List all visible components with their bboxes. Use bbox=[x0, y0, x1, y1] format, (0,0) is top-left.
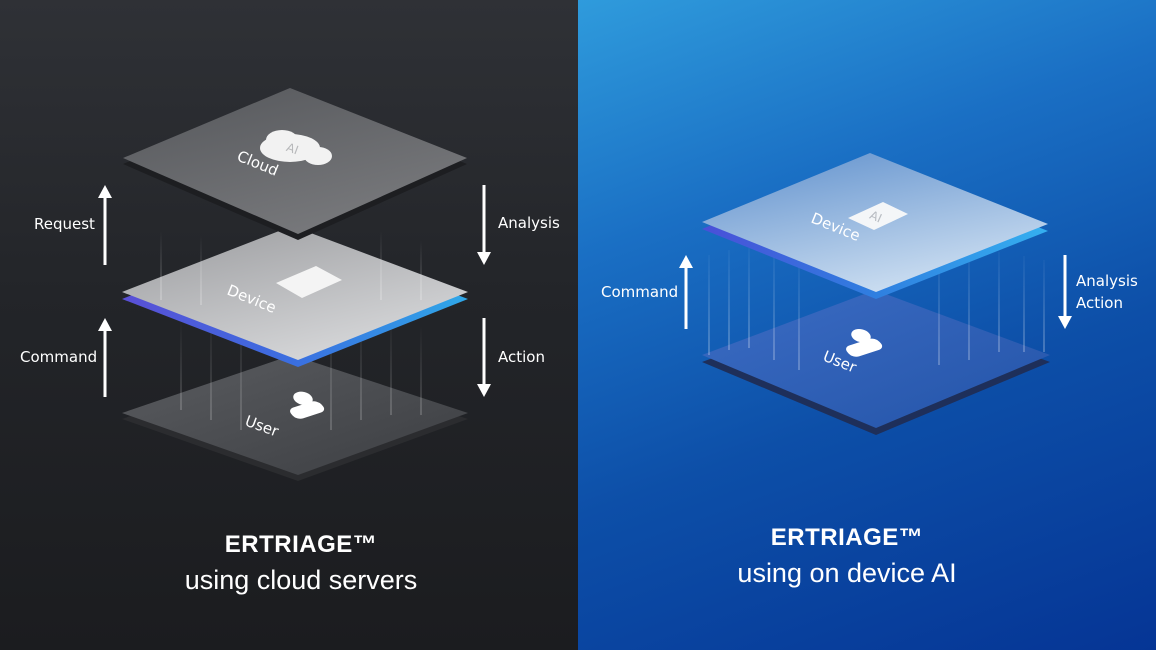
left-panel-cloud: User Device AI Cloud bbox=[0, 0, 578, 650]
action-label: Action bbox=[1076, 294, 1123, 312]
command-arrow-up-icon bbox=[98, 318, 112, 397]
chip-icon: AI bbox=[848, 202, 908, 230]
svg-text:AI: AI bbox=[867, 208, 883, 226]
on-device-stack-diagram: User AI Device bbox=[679, 153, 1072, 435]
chip-icon bbox=[276, 266, 342, 298]
left-title: ERTRIAGE™ bbox=[224, 531, 378, 558]
user-icon bbox=[290, 391, 325, 419]
user-layer: User bbox=[122, 300, 468, 481]
light-beams bbox=[708, 248, 1045, 370]
analysis-arrow-down-icon bbox=[477, 185, 491, 265]
action-arrow-down-icon bbox=[477, 318, 491, 397]
cloud-layer: AI Cloud bbox=[123, 88, 467, 240]
cloud-icon: AI bbox=[260, 130, 332, 165]
user-icon bbox=[846, 329, 883, 357]
command-arrow-up-icon bbox=[679, 255, 693, 329]
left-caption: ERTRIAGE™ using cloud servers bbox=[12, 531, 578, 596]
cloud-stack-diagram: User Device AI Cloud bbox=[98, 88, 491, 481]
action-label: Action bbox=[498, 348, 545, 366]
request-label: Request bbox=[34, 215, 95, 233]
device-layer: Device bbox=[122, 226, 468, 367]
analysis-label: Analysis bbox=[1076, 272, 1138, 290]
right-title: ERTRIAGE™ bbox=[770, 524, 924, 551]
user-layer: User bbox=[702, 248, 1050, 435]
request-arrow-up-icon bbox=[98, 185, 112, 265]
analysis-action-arrow-down-icon bbox=[1058, 255, 1072, 329]
left-subtitle: using cloud servers bbox=[184, 565, 418, 595]
right-caption: ERTRIAGE™ using on device AI bbox=[578, 524, 1136, 589]
command-label: Command bbox=[601, 283, 679, 301]
command-label: Command bbox=[20, 348, 98, 366]
right-subtitle: using on device AI bbox=[737, 558, 957, 588]
right-panel-on-device: User AI Device Command Analysis Action E… bbox=[578, 0, 1156, 650]
svg-text:AI: AI bbox=[285, 140, 301, 157]
analysis-label: Analysis bbox=[498, 214, 560, 232]
light-beams bbox=[180, 300, 422, 430]
device-layer: AI Device bbox=[702, 153, 1048, 299]
